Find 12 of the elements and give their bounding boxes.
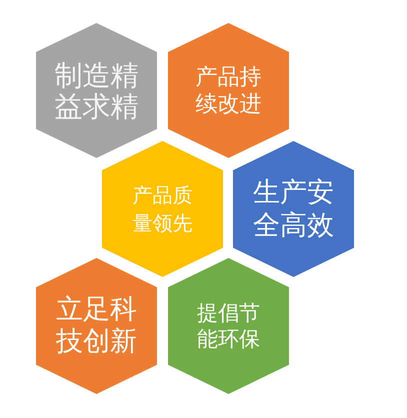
hexagon — [233, 141, 354, 277]
hexagon — [102, 141, 223, 277]
tile-label: 立足科技创新 — [55, 294, 138, 358]
hexagon — [168, 258, 289, 394]
tile-label: 生产安全高效 — [252, 176, 335, 242]
hexagon — [36, 23, 157, 158]
hexagon — [36, 258, 157, 394]
tile-label: 产品持续改进 — [194, 64, 262, 118]
hexagon — [168, 23, 289, 158]
tile-label: 提倡节能环保 — [196, 300, 261, 352]
tile-label: 制造精益求精 — [54, 60, 140, 122]
tile-label: 产品质量领先 — [132, 182, 194, 237]
